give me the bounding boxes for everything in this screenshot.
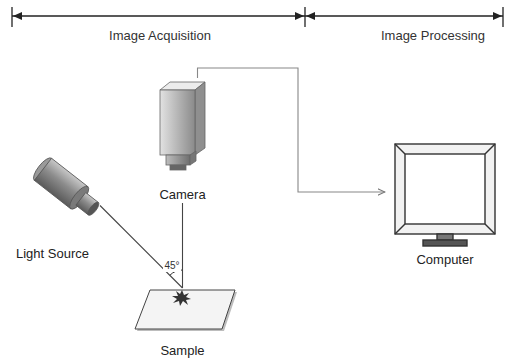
monitor-bevel <box>395 144 405 154</box>
bracket-line <box>12 15 503 16</box>
camera-node: Camera <box>145 78 220 203</box>
section-label: Image Acquisition <box>108 28 212 44</box>
monitor-bevel <box>485 144 495 154</box>
bracket-arrowhead <box>13 12 22 20</box>
span-bracket <box>12 7 503 27</box>
bracket-arrowhead <box>295 12 304 20</box>
light-nozzle-end <box>86 201 101 217</box>
sample-plate <box>135 290 235 329</box>
sample-node: Sample <box>130 288 235 359</box>
bracket-tick <box>11 7 12 27</box>
sample-icon <box>135 290 237 331</box>
computer-node: Computer <box>385 140 505 268</box>
light-source-node: Light Source <box>5 155 100 262</box>
monitor-bevel <box>485 224 495 234</box>
monitor-frame <box>395 144 495 234</box>
monitor-screen <box>405 154 485 224</box>
camera-lens-tip <box>170 165 186 170</box>
section-label: Image Processing <box>380 28 486 44</box>
monitor-neck <box>437 234 453 240</box>
monitor-bevel <box>395 224 405 234</box>
node-label: Light Source <box>14 246 91 262</box>
bracket-arrowhead <box>306 12 315 20</box>
camera-side <box>195 82 205 155</box>
computer-icon <box>395 144 495 246</box>
bracket-tick <box>502 7 503 27</box>
node-label: Sample <box>158 343 206 359</box>
data-arrow <box>198 68 386 192</box>
node-label: Computer <box>414 252 475 268</box>
camera-icon <box>160 82 205 170</box>
monitor-base <box>423 240 467 246</box>
bracket-tick <box>304 7 305 27</box>
beam-line <box>182 203 183 288</box>
angle-label: 45° <box>163 259 180 272</box>
beam-line <box>100 206 183 289</box>
light-source-icon <box>30 155 104 221</box>
camera-lens <box>166 155 190 165</box>
sample-defect <box>172 290 191 306</box>
camera-body <box>160 90 195 155</box>
bracket-arrowhead <box>493 12 502 20</box>
camera-lens-side <box>190 151 196 165</box>
node-label: Camera <box>157 187 207 203</box>
